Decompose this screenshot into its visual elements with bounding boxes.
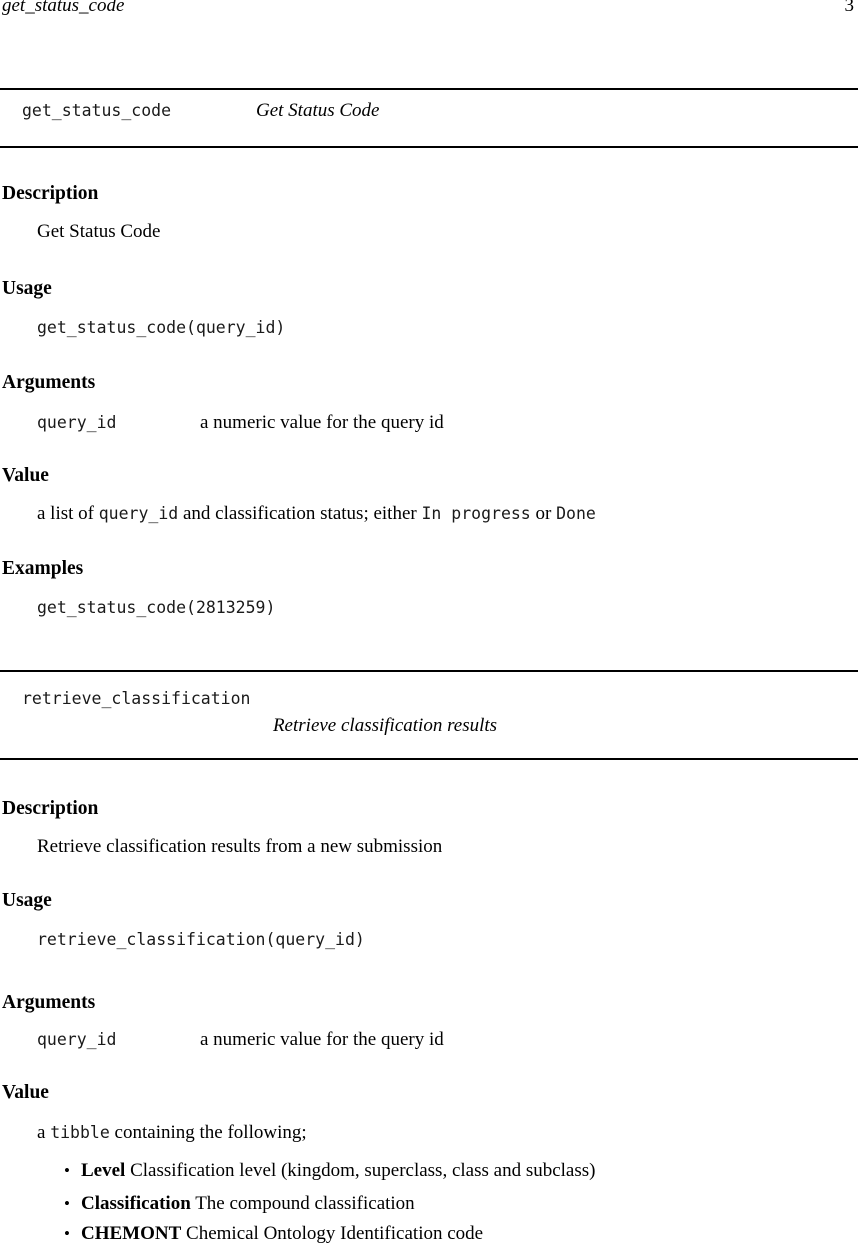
bullet-text: Classification level (kingdom, superclas… <box>125 1160 596 1181</box>
bullet-icon: • <box>64 1224 70 1243</box>
value-bullet-item: • Level Classification level (kingdom, su… <box>64 1161 595 1180</box>
entry2-usage-code: retrieve_classification(query_id) <box>37 930 365 949</box>
page-number: 3 <box>844 0 855 16</box>
bullet-text: The compound classification <box>190 1193 415 1214</box>
entry2-description-text: Retrieve classification results from a n… <box>37 836 443 857</box>
entry1-argument-name: query_id <box>37 413 117 432</box>
entry1-function-title: Get Status Code <box>256 100 380 121</box>
entry2-value-intro: a tibble containing the following; <box>37 1122 307 1143</box>
entry1-bottom-rule <box>0 146 858 148</box>
entry2-argument-description: a numeric value for the query id <box>200 1029 444 1050</box>
entry1-value-heading: Value <box>2 465 49 486</box>
entry1-usage-code: get_status_code(query_id) <box>37 318 286 337</box>
entry2-argument-name: query_id <box>37 1030 117 1049</box>
entry1-top-rule <box>0 88 858 90</box>
entry1-examples-heading: Examples <box>2 558 84 579</box>
bullet-icon: • <box>64 1161 70 1180</box>
bullet-term: Level <box>81 1160 126 1181</box>
bullet-term: Classification <box>81 1193 191 1214</box>
entry2-bottom-rule <box>0 758 858 760</box>
running-header-title: get_status_code <box>2 0 125 16</box>
entry1-value-text: a list of query_id and classification st… <box>37 503 596 524</box>
value-bullet-item: • Classification The compound classificat… <box>64 1194 415 1213</box>
entry2-description-heading: Description <box>2 798 99 819</box>
entry1-usage-heading: Usage <box>2 278 52 299</box>
entry2-usage-heading: Usage <box>2 890 52 911</box>
bullet-term: CHEMONT <box>81 1223 182 1244</box>
entry2-function-title: Retrieve classification results <box>272 715 498 736</box>
entry1-argument-description: a numeric value for the query id <box>200 412 444 433</box>
entry2-top-rule <box>0 670 858 672</box>
entry2-arguments-heading: Arguments <box>2 992 96 1013</box>
entry1-description-text: Get Status Code <box>37 221 161 242</box>
entry1-function-name: get_status_code <box>22 101 172 120</box>
value-bullet-item: • CHEMONT Chemical Ontology Identificatio… <box>64 1224 483 1243</box>
bullet-icon: • <box>64 1194 70 1213</box>
bullet-text: Chemical Ontology Identification code <box>181 1223 484 1244</box>
entry1-examples-code: get_status_code(2813259) <box>37 598 276 617</box>
entry2-value-heading: Value <box>2 1082 49 1103</box>
entry1-arguments-heading: Arguments <box>2 372 96 393</box>
entry1-description-heading: Description <box>2 183 99 204</box>
entry2-function-name: retrieve_classification <box>22 689 251 708</box>
